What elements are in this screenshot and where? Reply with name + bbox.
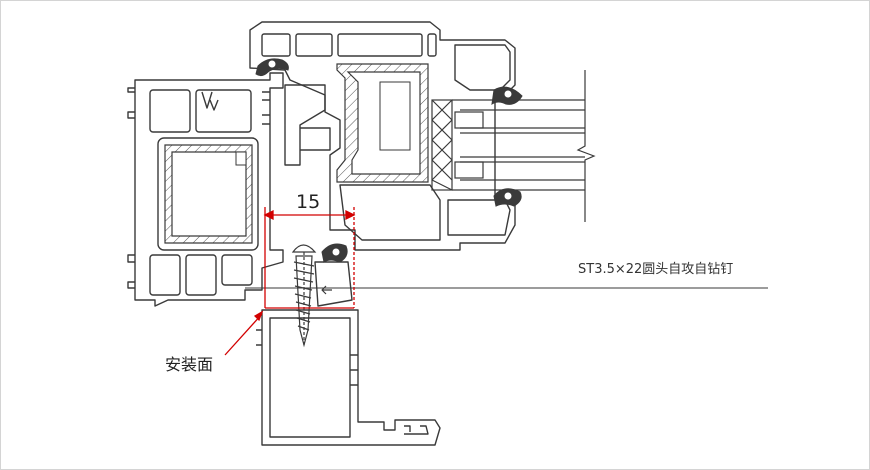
gaskets	[255, 58, 523, 263]
screw-spec-label: ST3.5×22圆头自攻自钻钉	[578, 262, 733, 277]
self-drilling-screw	[291, 244, 317, 348]
mounting-surface-leader	[224, 310, 264, 356]
outer-frame-profile	[127, 72, 284, 307]
frame-clip	[314, 261, 353, 307]
steel-reinforcement-sash	[336, 63, 429, 183]
dimension-15	[263, 207, 356, 309]
glass-spacer	[431, 99, 453, 191]
sash-profile	[249, 21, 516, 251]
steel-reinforcement-left	[164, 144, 253, 244]
wall-mounting-profile	[256, 309, 441, 446]
dimension-value: 15	[296, 191, 320, 213]
insulated-glass	[452, 70, 596, 222]
mounting-surface-label: 安装面	[165, 355, 213, 374]
